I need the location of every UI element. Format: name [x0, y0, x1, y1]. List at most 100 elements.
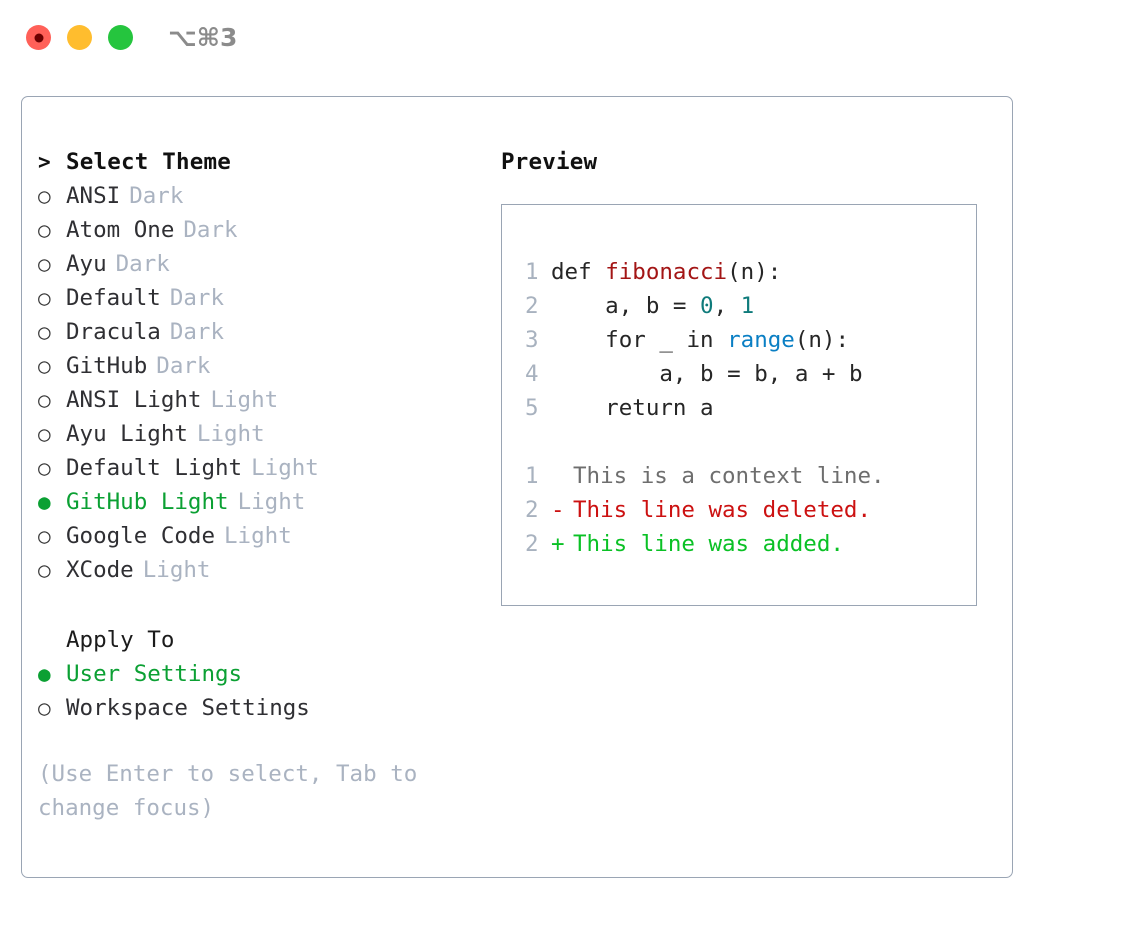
theme-variant-tag: Light	[142, 557, 211, 583]
line-number: 2	[525, 497, 539, 523]
code-line: 4 a, b = b, a + b	[525, 357, 885, 391]
title-bar: ⌥⌘3	[0, 0, 1140, 78]
apply-to-option[interactable]: ○ Workspace Settings	[38, 691, 478, 725]
theme-name-label: GitHub Light	[66, 489, 229, 515]
minimize-button[interactable]	[67, 25, 92, 50]
keyboard-shortcut-label: ⌥⌘3	[168, 23, 238, 52]
code-token: (n):	[794, 327, 850, 353]
apply-to-option-label: User Settings	[66, 661, 243, 687]
window-controls	[26, 25, 133, 50]
theme-name-label: GitHub	[66, 353, 148, 379]
radio-unselected-icon[interactable]: ○	[38, 524, 51, 548]
code-token: ,	[713, 293, 741, 319]
code-token: (n):	[727, 259, 782, 285]
diff-sample: 1 This is a context line. 2-This line was…	[525, 459, 885, 561]
theme-list-item[interactable]: ○ ANSI Dark	[38, 179, 478, 213]
theme-name-label: ANSI	[66, 183, 121, 209]
diff-line: 2-This line was deleted.	[525, 493, 885, 527]
theme-variant-tag: Dark	[169, 285, 225, 311]
code-token: 1	[740, 293, 755, 319]
radio-unselected-icon[interactable]: ○	[38, 320, 51, 344]
apply-to-options: ● User Settings ○ Workspace Settings	[38, 657, 478, 725]
theme-name-label: XCode	[66, 557, 134, 583]
line-number: 3	[525, 327, 539, 353]
theme-list-item[interactable]: ○ Ayu Dark	[38, 247, 478, 281]
theme-variant-tag: Dark	[115, 251, 170, 277]
code-token: for _ in	[551, 327, 728, 353]
code-token: return a	[551, 395, 714, 421]
keyboard-hint-text: (Use Enter to select, Tab to change focu…	[38, 761, 418, 821]
radio-unselected-icon[interactable]: ○	[38, 696, 51, 720]
theme-list-item[interactable]: ● GitHub Light Light	[38, 485, 478, 519]
theme-list-item[interactable]: ○ XCode Light	[38, 553, 478, 587]
theme-variant-tag: Light	[224, 523, 292, 549]
list-spacer	[38, 587, 478, 623]
radio-unselected-icon[interactable]: ○	[38, 252, 51, 276]
radio-unselected-icon[interactable]: ○	[38, 218, 51, 242]
apply-to-heading-label: Apply To	[66, 627, 175, 653]
radio-unselected-icon[interactable]: ○	[38, 354, 51, 378]
apply-to-option-label: Workspace Settings	[66, 695, 310, 721]
hint-spacer	[38, 725, 478, 757]
radio-selected-icon[interactable]: ●	[38, 490, 51, 514]
line-number: 5	[525, 395, 539, 421]
radio-unselected-icon[interactable]: ○	[38, 388, 51, 412]
theme-list-item[interactable]: ○ GitHub Dark	[38, 349, 478, 383]
theme-variant-tag: Dark	[129, 183, 184, 209]
line-number: 1	[525, 463, 539, 489]
preview-title: Preview	[501, 149, 598, 175]
diff-line: 2+This line was added.	[525, 527, 885, 561]
line-number: 2	[525, 293, 539, 319]
code-token: a, b = b, a + b	[551, 361, 863, 387]
close-button[interactable]	[26, 25, 51, 50]
radio-unselected-icon[interactable]: ○	[38, 286, 51, 310]
radio-selected-icon[interactable]: ●	[38, 662, 51, 686]
theme-name-label: Default	[66, 285, 161, 311]
line-number: 1	[525, 259, 539, 285]
diff-text: This is a context line.	[573, 463, 885, 489]
code-line: 2 a, b = 0, 1	[525, 289, 885, 323]
radio-unselected-icon[interactable]: ○	[38, 422, 51, 446]
diff-marker: +	[551, 531, 565, 557]
code-line: 3 for _ in range(n):	[525, 323, 885, 357]
code-token: 0	[700, 293, 714, 319]
line-number: 2	[525, 531, 539, 557]
maximize-button[interactable]	[108, 25, 133, 50]
radio-unselected-icon[interactable]: ○	[38, 558, 51, 582]
prompt-caret-icon: >	[38, 150, 51, 174]
theme-variant-tag: Light	[237, 489, 306, 515]
theme-list-item[interactable]: ○ Default Dark	[38, 281, 478, 315]
code-line: 5 return a	[525, 391, 885, 425]
theme-variant-tag: Light	[196, 421, 265, 447]
theme-variant-tag: Dark	[169, 319, 225, 345]
theme-list-item[interactable]: ○ Default Light Light	[38, 451, 478, 485]
select-theme-heading: > Select Theme	[38, 145, 478, 179]
theme-name-label: ANSI Light	[66, 387, 202, 413]
code-token: a, b =	[551, 293, 701, 319]
select-theme-heading-label: Select Theme	[66, 149, 231, 175]
theme-variant-tag: Light	[251, 455, 319, 481]
theme-name-label: Ayu	[66, 251, 107, 277]
apply-to-heading: Apply To	[38, 623, 478, 657]
theme-name-label: Atom One	[66, 217, 175, 243]
theme-variant-tag: Dark	[156, 353, 211, 379]
code-token: range	[727, 327, 795, 353]
code-token: fibonacci	[605, 259, 728, 285]
radio-unselected-icon[interactable]: ○	[38, 456, 51, 480]
apply-to-option[interactable]: ● User Settings	[38, 657, 478, 691]
theme-name-label: Default Light	[66, 455, 243, 481]
radio-unselected-icon[interactable]: ○	[38, 184, 51, 208]
diff-marker: -	[551, 497, 565, 523]
